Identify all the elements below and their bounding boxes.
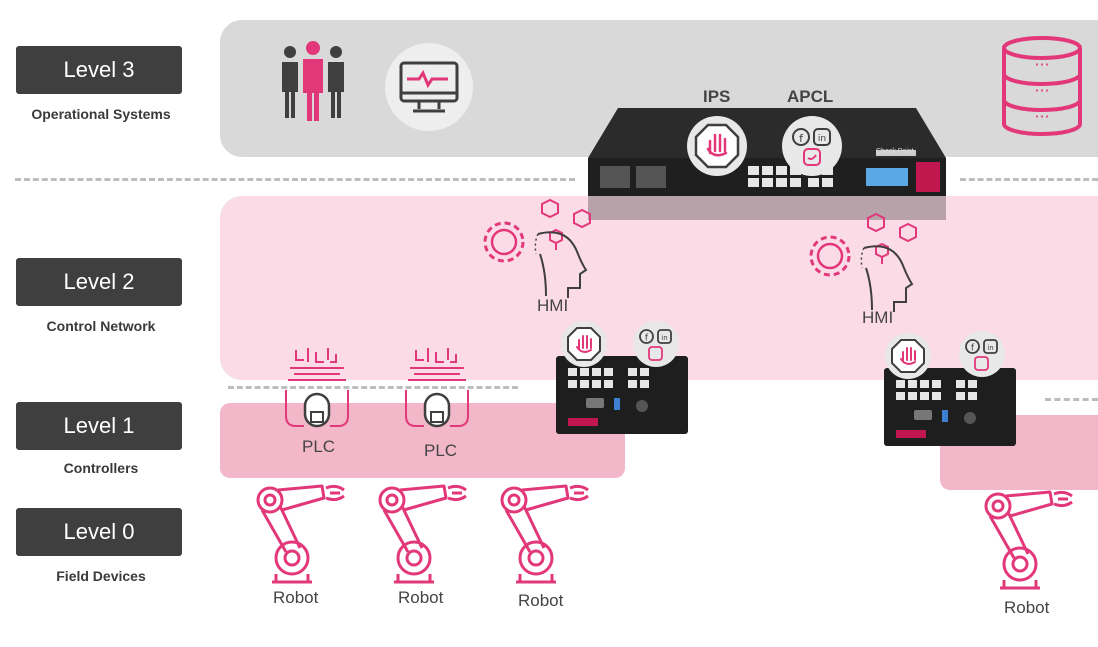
hmi-head-gears-icon-right	[809, 212, 917, 312]
svg-text:in: in	[661, 334, 667, 342]
svg-text:···: ···	[1034, 81, 1049, 100]
robot-label-1: Robot	[273, 588, 319, 607]
robot-label-3: Robot	[518, 591, 564, 610]
apcl-label: APCL	[787, 87, 834, 106]
robot-arm-icon-1	[256, 484, 345, 584]
apcl-social-icons: f in	[782, 116, 842, 176]
robot-arm-icon-3	[500, 484, 589, 584]
svg-text:f: f	[799, 132, 804, 145]
robot-arm-icon-2	[378, 484, 467, 584]
gateway-brand: Check Point	[876, 148, 914, 155]
svg-text:f: f	[971, 344, 975, 354]
level-2-box: Level 2	[16, 258, 182, 306]
level-3-subtitle: Operational Systems	[31, 106, 171, 122]
plc-chip-icon-2	[405, 348, 469, 428]
svg-text:in: in	[818, 134, 826, 144]
rugged-gateway-left	[556, 356, 688, 434]
svg-text:in: in	[987, 344, 993, 352]
level-2-subtitle: Control Network	[46, 318, 156, 334]
hmi-label-right: HMI	[862, 308, 894, 327]
database-icon: ··· ··· ···	[1002, 36, 1082, 136]
social-icons-right-gateway: f in	[959, 331, 1005, 377]
level-3-box: Level 3	[16, 46, 182, 94]
separator-l3-l2-right	[960, 178, 1098, 181]
level-1-subtitle: Controllers	[63, 460, 139, 476]
svg-text:···: ···	[1034, 107, 1049, 126]
plc-label-1: PLC	[302, 437, 336, 456]
robot-label-4: Robot	[1004, 598, 1050, 617]
hmi-label-left: HMI	[537, 296, 569, 315]
level-0-subtitle: Field Devices	[56, 568, 146, 584]
level-0-box: Level 0	[16, 508, 182, 556]
hmi-head-gears-icon-left	[483, 198, 591, 298]
security-gateway-device	[588, 108, 946, 220]
social-icons-left-gateway: f in	[633, 321, 679, 367]
separator-l2-l1-right	[1045, 398, 1098, 401]
users-icon	[282, 41, 344, 121]
level-1-box: Level 1	[16, 402, 182, 450]
separator-l2-l1	[228, 386, 518, 389]
separator-l3-l2	[15, 178, 575, 181]
plc-label-2: PLC	[424, 441, 458, 460]
svg-text:f: f	[645, 334, 649, 344]
robot-label-2: Robot	[398, 588, 444, 607]
ips-stop-hand-icon-left-gateway	[561, 321, 607, 367]
plc-chip-icon-1	[285, 348, 349, 428]
svg-text:···: ···	[1034, 55, 1049, 74]
ips-label: IPS	[703, 87, 731, 106]
ips-stop-hand-icon	[687, 116, 747, 176]
rugged-gateway-right	[884, 368, 1016, 446]
monitor-icon	[385, 43, 473, 131]
robot-arm-icon-4	[984, 490, 1073, 590]
ips-stop-hand-icon-right-gateway	[885, 333, 931, 379]
